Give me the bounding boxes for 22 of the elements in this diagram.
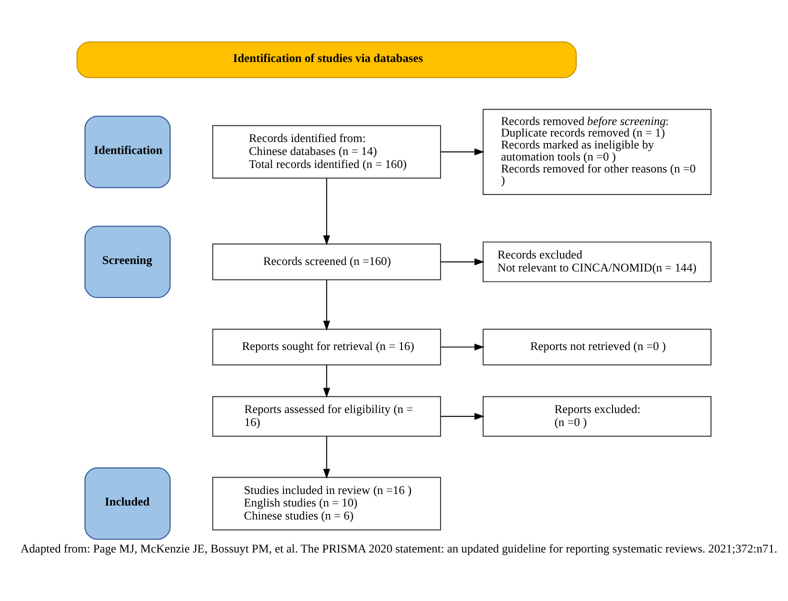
node-box: Reports sought for retrieval (n = 16)	[212, 328, 442, 365]
arrow	[323, 177, 330, 245]
caption: Adapted from: Page MJ, McKenzie JE, Bossuyt PM, et al. The PRISMA 2020 statement: an updated guideline for reporting systematic reviews. 2021;372:n71.	[20, 541, 778, 556]
node-box: Records identified from: Chinese databases (n = 14) Total records identified (n = 160)	[212, 124, 442, 178]
node-box: Records excluded Not relevant to CINCA/NOMID(n = 144)	[482, 241, 712, 282]
node-box: Screening	[84, 225, 171, 298]
node-box: Identification of studies via databases	[76, 40, 577, 78]
arrow	[440, 148, 484, 155]
node-box: Reports assessed for eligibility (n = 16)	[212, 396, 442, 436]
node-box: Reports not retrieved (n =0 )	[482, 328, 712, 365]
node-box: Included	[84, 466, 171, 540]
arrow	[323, 435, 330, 478]
arrow	[323, 364, 330, 398]
node-box: Records screened (n =160)	[212, 243, 442, 280]
node-box: Studies included in review (n =16 ) English studies (n = 10) Chinese studies (n = 6)	[212, 476, 442, 530]
arrow	[440, 412, 484, 420]
node-box: Identification	[84, 115, 171, 188]
arrow	[440, 258, 484, 265]
node-box: Records removed before screening: Duplicate records removed (n = 1) Records marked as ineligible by automation tools (n =0 ) Records removed for other reasons (n =0 )	[482, 108, 712, 194]
arrow	[323, 279, 330, 330]
node-box: Reports excluded: (n =0 )	[482, 396, 712, 436]
arrow	[440, 343, 484, 350]
